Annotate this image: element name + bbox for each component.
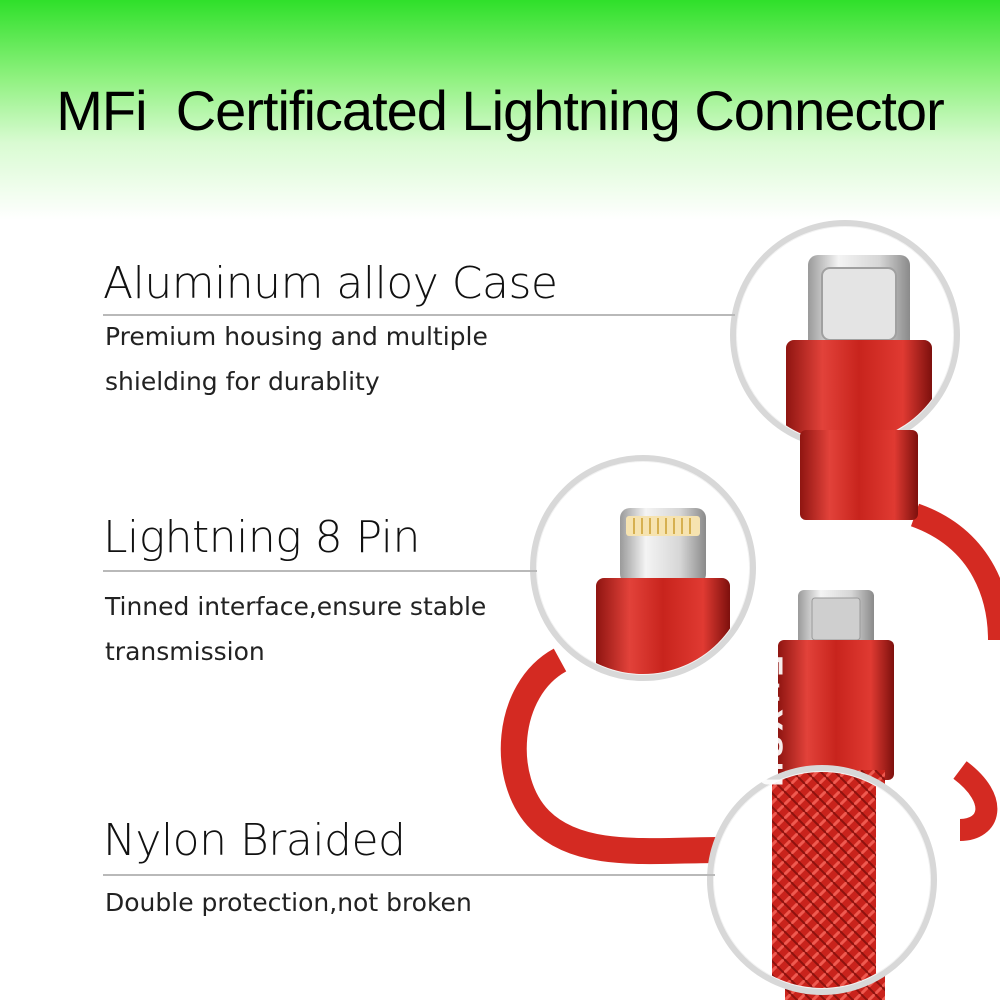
- feature-desc-aluminum-case: Premium housing and multiple shielding f…: [105, 314, 525, 404]
- desc-line: shielding for durablity: [105, 367, 380, 396]
- cable: [953, 761, 998, 841]
- divider: [103, 874, 715, 876]
- cable: [910, 503, 1000, 641]
- micro-usb-housing: [778, 640, 894, 780]
- page-title: MFi Certificated Lightning Connector: [56, 79, 944, 142]
- feature-desc-nylon-braided: Double protection,not broken: [105, 880, 525, 925]
- feature-title-aluminum-case: Aluminum alloy Case: [103, 258, 558, 309]
- brand-logo: F∪XSU: [751, 655, 789, 791]
- divider: [103, 314, 735, 316]
- desc-line: Premium housing and multiple: [105, 322, 488, 351]
- feature-title-nylon-braided: Nylon Braided: [103, 815, 406, 866]
- divider: [103, 570, 537, 572]
- desc-line: transmission: [105, 637, 265, 666]
- cable: [500, 648, 721, 865]
- desc-line: Tinned interface,ensure stable: [105, 592, 487, 621]
- title-banner: [0, 0, 1000, 220]
- feature-desc-lightning-pin: Tinned interface,ensure stable transmiss…: [105, 584, 525, 674]
- desc-line: Double protection,not broken: [105, 888, 472, 917]
- feature-title-lightning-pin: Lightning 8 Pin: [103, 512, 420, 563]
